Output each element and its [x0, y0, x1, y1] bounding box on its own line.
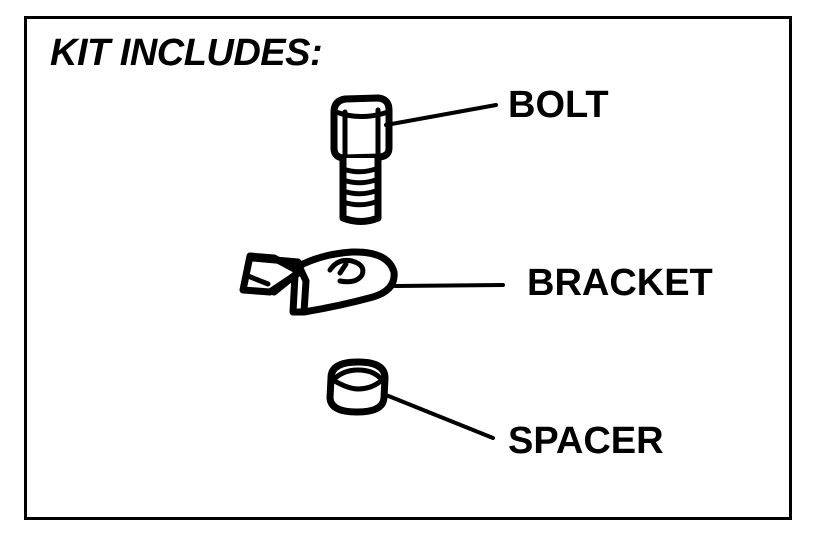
- kit-frame: [24, 16, 792, 520]
- spacer-icon: [326, 358, 389, 416]
- bracket-label: BRACKET: [527, 262, 713, 304]
- bolt-icon: [330, 94, 393, 225]
- bolt-leader-line: [384, 103, 498, 127]
- bracket-icon: [239, 248, 398, 316]
- kit-title: KIT INCLUDES:: [50, 32, 323, 74]
- spacer-leader-line: [384, 393, 495, 440]
- bracket-leader-line: [393, 283, 505, 288]
- spacer-label: SPACER: [508, 420, 664, 462]
- bolt-label: BOLT: [508, 84, 609, 126]
